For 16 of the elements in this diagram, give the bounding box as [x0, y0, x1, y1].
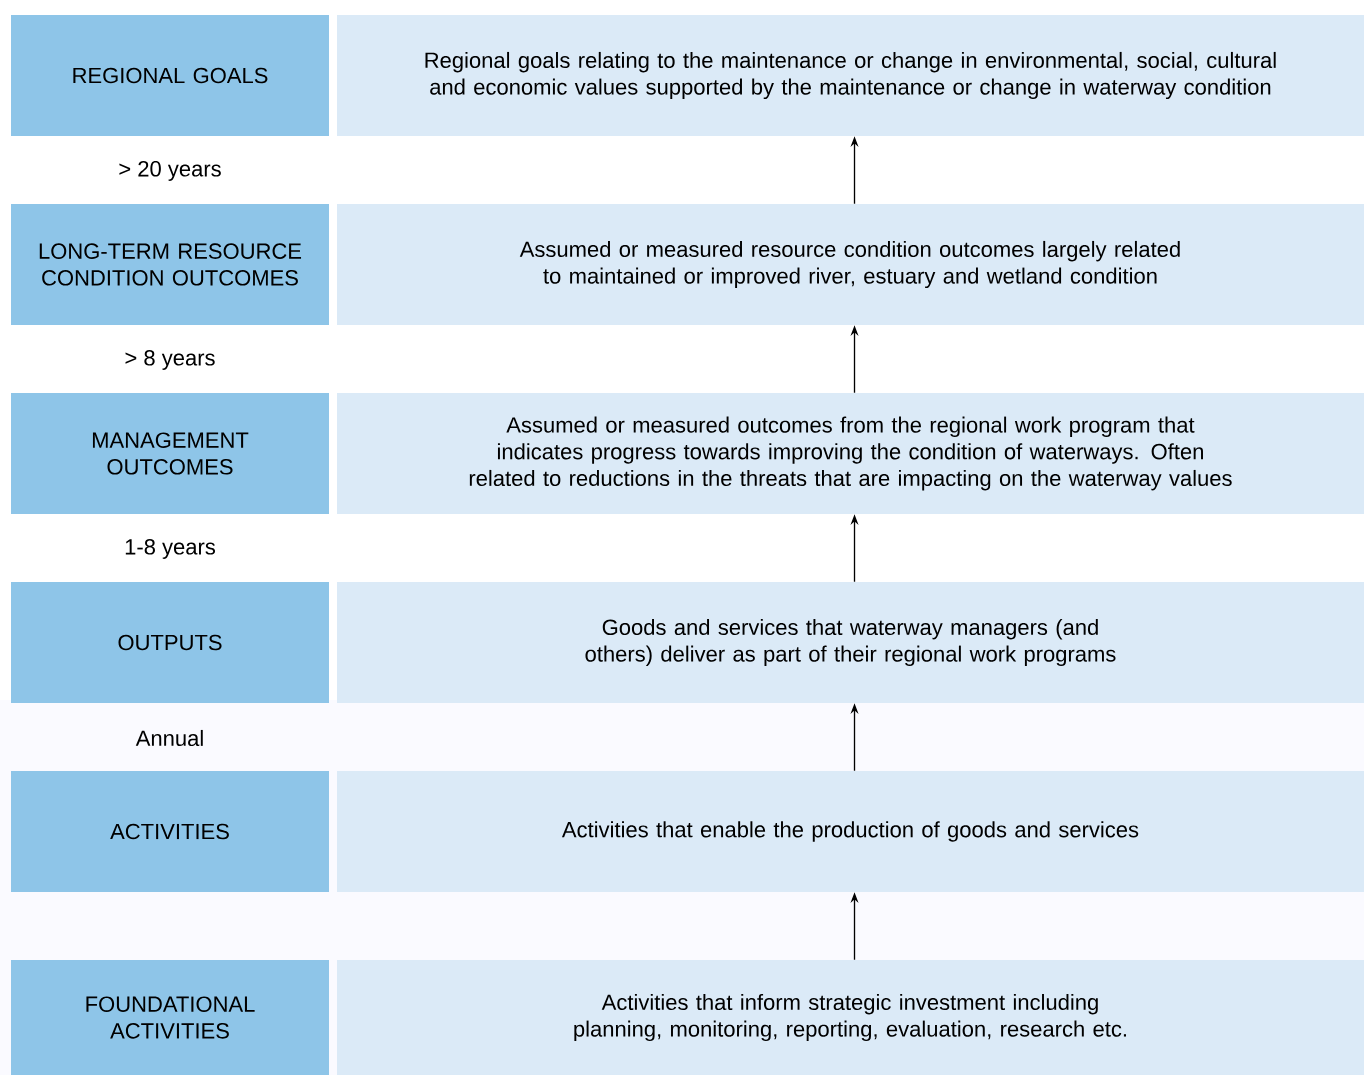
time-label: > 20 years	[119, 161, 221, 181]
description-box: Activities that enable the production of goods and services	[337, 771, 1364, 892]
time-label: Annual	[135, 729, 203, 747]
category-box: REGIONAL GOALS	[11, 15, 329, 136]
category-box: ACTIVITIES	[11, 771, 329, 892]
description-box: Regional goals relating to the maintenance or change in environmental, social, cultural and economic values supported by the maintenance or change in waterway condition	[337, 15, 1364, 136]
time-label: 1-8 years	[125, 539, 216, 559]
category-box: MANAGEMENT OUTCOMES	[11, 393, 329, 514]
description-box: Activities that inform strategic investment including planning, monitoring, reporting, evaluation, research etc.	[337, 960, 1364, 1075]
description-box: Assumed or measured outcomes from the regional work program that indicates progress towards improving the condition of waterways. Often related to reductions in the threats that are impacting on the waterway values	[337, 393, 1364, 514]
description-box: Goods and services that waterway managers (and others) deliver as part of their regional work programs	[337, 582, 1364, 703]
description-box: Assumed or measured resource condition outcomes largely related to maintained or improved river, estuary and wetland condition	[337, 204, 1364, 325]
category-box: FOUNDATIONAL ACTIVITIES	[11, 960, 329, 1075]
time-label: > 8 years	[125, 350, 215, 370]
category-box: OUTPUTS	[11, 582, 329, 703]
category-box: LONG-TERM RESOURCE CONDITION OUTCOMES	[11, 204, 329, 325]
